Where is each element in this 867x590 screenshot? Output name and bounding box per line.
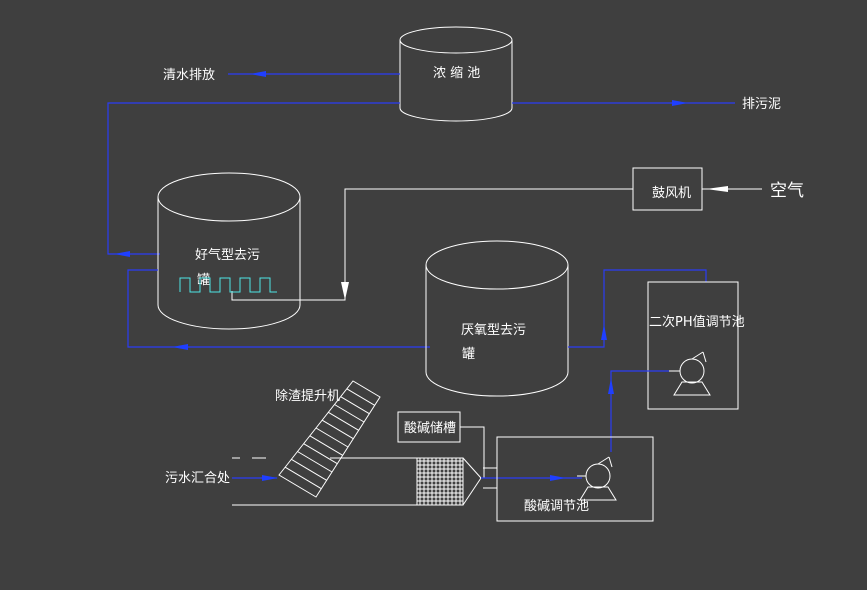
secondary-ph-label: 二次PH值调节池 bbox=[649, 314, 745, 330]
aerobic-tank-label-1: 好气型去污 bbox=[195, 247, 260, 263]
anaerobic-tank-label-2: 罐 bbox=[462, 347, 475, 362]
air-pipe bbox=[231, 188, 633, 301]
lifter-rung bbox=[321, 419, 354, 440]
pump-icon bbox=[577, 456, 617, 501]
anaerobic-tank-label-1: 厌氧型去污 bbox=[461, 323, 526, 338]
blower-label: 鼓风机 bbox=[652, 186, 691, 201]
blower: 鼓风机 bbox=[632, 167, 703, 211]
lifter-rung bbox=[309, 435, 343, 456]
acid-base-storage-label: 酸碱储槽 bbox=[404, 421, 456, 436]
return-pipe-aerobic bbox=[107, 102, 400, 257]
lifter-rung bbox=[334, 404, 365, 423]
screen-to-acid-pipe bbox=[481, 467, 582, 489]
secondary-ph-tank: 二次PH值调节池 bbox=[647, 281, 745, 410]
lifter-rung bbox=[284, 466, 322, 490]
lifter-rung bbox=[297, 451, 333, 473]
acid-base-storage: 酸碱储槽 bbox=[397, 411, 485, 478]
air-inlet: 空气 bbox=[702, 181, 804, 201]
aerator-diffuser bbox=[179, 277, 277, 293]
clear-water-pipe: 清水排放 bbox=[163, 68, 400, 83]
lifter-rung bbox=[328, 411, 359, 431]
slag-lifter: 除渣提升机 bbox=[275, 380, 381, 498]
pump-icon bbox=[669, 351, 711, 396]
concentration-tank-label: 浓 缩 池 bbox=[433, 65, 480, 81]
air-label: 空气 bbox=[770, 181, 804, 201]
lifter-rung bbox=[315, 427, 349, 448]
inlet-channel: 污水汇合处 bbox=[165, 457, 417, 506]
sewage-collection-label: 污水汇合处 bbox=[165, 471, 230, 486]
slag-lifter-label: 除渣提升机 bbox=[275, 388, 340, 404]
ph-to-anaerobic-pipe bbox=[568, 269, 707, 348]
acid-base-adjust-tank: 酸碱调节池 bbox=[496, 436, 654, 522]
acid-to-ph-pipe bbox=[608, 370, 669, 452]
lifter-rung bbox=[303, 443, 338, 465]
lifter-rung bbox=[291, 458, 327, 481]
lifter-rung bbox=[346, 388, 375, 406]
lifter-rung bbox=[340, 396, 370, 415]
aerobic-tank: 好气型去污 罐 bbox=[157, 172, 301, 330]
sludge-pipe: 排污泥 bbox=[512, 97, 781, 112]
screen-filter bbox=[416, 457, 482, 506]
acid-base-adjust-label: 酸碱调节池 bbox=[524, 499, 589, 514]
aerobic-to-anaerobic-pipe bbox=[127, 269, 430, 350]
clear-water-label: 清水排放 bbox=[163, 68, 215, 83]
aerobic-tank-label-2: 罐 bbox=[197, 273, 210, 288]
sludge-discharge-label: 排污泥 bbox=[742, 97, 781, 112]
concentration-tank: 浓 缩 池 bbox=[399, 26, 513, 122]
anaerobic-tank: 厌氧型去污 罐 bbox=[425, 240, 569, 397]
